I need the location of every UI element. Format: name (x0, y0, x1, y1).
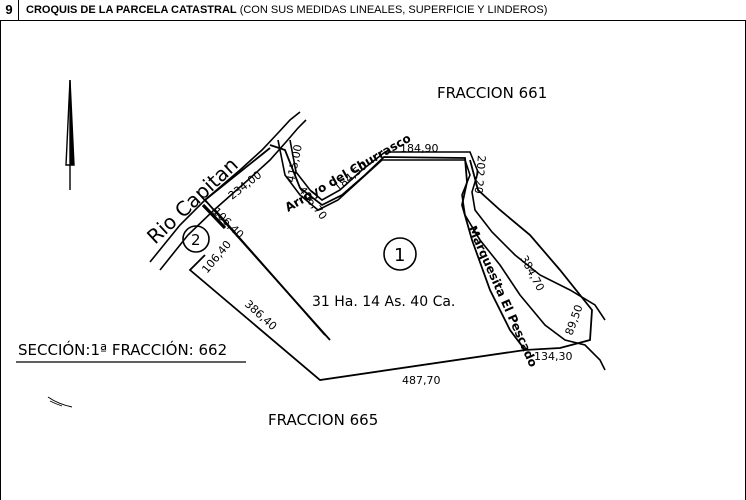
seccion-label: SECCIÓN:1ª FRACCIÓN: 662 (18, 340, 227, 359)
measure-106-40-b: 106,40 (199, 238, 234, 276)
area-label: 31 Ha. 14 As. 40 Ca. (312, 294, 455, 310)
measure-106-40-a: 106,40 (210, 205, 246, 241)
parcel-2-circle (182, 225, 210, 253)
parcel-1-circle (383, 237, 417, 271)
measure-134-30: 134,30 (534, 350, 573, 363)
north-arrow-icon (65, 79, 75, 190)
fraccion-south-label: FRACCION 665 (268, 411, 378, 429)
parcel-1-boundary (188, 144, 593, 381)
measure-487-70: 487,70 (402, 374, 441, 387)
section-header: 9 CROQUIS DE LA PARCELA CATASTRAL (CON S… (0, 0, 746, 21)
creek-arroyo-churrasco (277, 139, 606, 371)
measure-384-70: 384,70 (517, 253, 547, 293)
parcel-2-number: 2 (191, 231, 201, 249)
title-main: CROQUIS DE LA PARCELA CATASTRAL (26, 4, 237, 16)
measure-386-40: 386,40 (242, 298, 279, 333)
river-rio-capitan (149, 111, 307, 271)
section-number: 9 (0, 0, 19, 20)
measure-184-90: 184,90 (400, 142, 439, 155)
measure-89-50: 89,50 (563, 303, 586, 337)
scratch-mark (47, 396, 73, 408)
scratch-mark-2 (49, 400, 63, 407)
parcel-2-boundary (201, 203, 227, 230)
measure-415: 415,00 (284, 143, 305, 183)
creek-pescado-label: Marquesita El Pescado (465, 224, 540, 370)
parcel-1-number: 1 (394, 245, 405, 266)
section-title: CROQUIS DE LA PARCELA CATASTRAL (CON SUS… (26, 0, 547, 20)
measure-202-20: 202,20 (472, 155, 488, 194)
frame-left-border (0, 20, 1, 500)
title-sub: (CON SUS MEDIDAS LINEALES, SUPERFICIE Y … (239, 4, 548, 16)
fraccion-north-label: FRACCION 661 (437, 84, 547, 102)
